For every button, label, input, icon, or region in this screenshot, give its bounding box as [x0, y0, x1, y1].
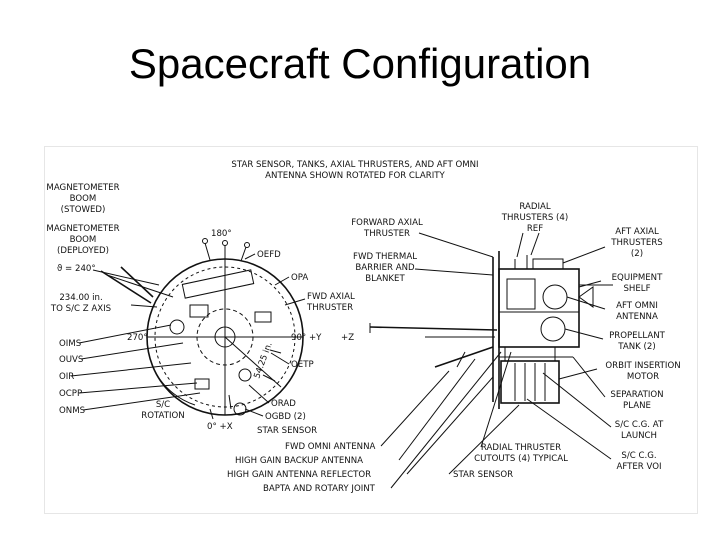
zero-x-label: 0° +X — [207, 422, 233, 432]
equipment-shelf-line-2: SHELF — [623, 284, 650, 294]
bottom-leader-lines — [380, 351, 520, 489]
deg-270-label: 270° — [127, 333, 148, 343]
forward-axial-thruster-line-1: FORWARD AXIAL — [351, 218, 423, 228]
theta-label: ϑ = 240° — [57, 264, 96, 274]
ninety-y-label: 90° +Y — [291, 333, 322, 343]
oefd-label: OEFD — [257, 250, 281, 260]
side-view-drawing — [369, 251, 613, 409]
oetp-label: OETP — [291, 360, 314, 370]
radial-thrusters-line-3: REF — [527, 224, 543, 234]
sc-rotation-line-1: S/C — [156, 400, 170, 410]
mag-boom-deployed-line-1: MAGNETOMETER — [46, 224, 119, 234]
fwd-thermal-line-1: FWD THERMAL — [353, 252, 417, 262]
cg-after-line-2: AFTER VOI — [616, 462, 661, 472]
aft-axial-line-3: (2) — [631, 249, 643, 259]
orbit-insertion-line-1: ORBIT INSERTION — [605, 361, 680, 371]
fwd-axial-thruster-line-1: FWD AXIAL — [307, 292, 355, 302]
fwd-thermal-line-2: BARRIER AND — [355, 263, 415, 273]
star-sensor-bottom-label: STAR SENSOR — [453, 470, 513, 480]
high-gain-reflector-label: HIGH GAIN ANTENNA REFLECTOR — [227, 470, 371, 480]
orbit-insertion-line-2: MOTOR — [627, 372, 659, 382]
aft-axial-line-1: AFT AXIAL — [615, 227, 659, 237]
fwd-thermal-line-3: BLANKET — [365, 274, 405, 284]
oir-label: OIR — [59, 372, 74, 382]
radial-cutouts-line-2: CUTOUTS (4) TYPICAL — [474, 454, 568, 464]
separation-plane-line-2: PLANE — [623, 401, 651, 411]
fwd-axial-thruster-line-2: THRUSTER — [306, 303, 353, 313]
left-leader-lines — [70, 269, 201, 411]
forward-axial-thruster-line-2: THRUSTER — [363, 229, 410, 239]
z-axis-line-1: 234.00 in. — [59, 293, 102, 303]
orad-label: ORAD — [271, 399, 296, 409]
cg-after-line-1: S/C C.G. — [621, 451, 656, 461]
aft-axial-line-2: THRUSTERS — [610, 238, 663, 248]
ogbd-label: OGBD (2) — [265, 412, 306, 422]
radial-thrusters-line-1: RADIAL — [519, 202, 551, 212]
aft-omni-line-1: AFT OMNI — [616, 301, 658, 311]
radial-thrusters-line-2: THRUSTERS (4) — [501, 213, 568, 223]
radial-cutouts-line-1: RADIAL THRUSTER — [481, 443, 561, 453]
propellant-tank-line-2: TANK (2) — [617, 342, 655, 352]
header-line-1: STAR SENSOR, TANKS, AXIAL THRUSTERS, AND… — [231, 160, 478, 170]
mag-boom-deployed-line-3: (DEPLOYED) — [57, 246, 109, 256]
propellant-tank-line-1: PROPELLANT — [609, 331, 666, 341]
diagram-svg: STAR SENSOR, TANKS, AXIAL THRUSTERS, AND… — [46, 160, 680, 494]
bapta-label: BAPTA AND ROTARY JOINT — [263, 484, 376, 494]
ouvs-label: OUVS — [59, 355, 83, 365]
deg-180-label: 180° — [211, 229, 232, 239]
mag-boom-stowed-line-1: MAGNETOMETER — [46, 183, 119, 193]
plus-z-label: +Z — [341, 333, 354, 343]
top-leader-lines — [414, 232, 606, 276]
star-sensor-left-label: STAR SENSOR — [257, 426, 317, 436]
spacecraft-diagram: STAR SENSOR, TANKS, AXIAL THRUSTERS, AND… — [44, 146, 698, 514]
mag-boom-deployed-line-2: BOOM — [70, 235, 97, 245]
oims-label: OIMS — [59, 339, 81, 349]
fwd-omni-label: FWD OMNI ANTENNA — [285, 442, 376, 452]
slide-title: Spacecraft Configuration — [128, 40, 592, 87]
high-gain-backup-label: HIGH GAIN BACKUP ANTENNA — [235, 456, 363, 466]
cg-launch-line-2: LAUNCH — [621, 431, 657, 441]
equipment-shelf-line-1: EQUIPMENT — [612, 273, 663, 283]
header-line-2: ANTENNA SHOWN ROTATED FOR CLARITY — [265, 171, 445, 181]
mag-boom-stowed-line-3: (STOWED) — [61, 205, 106, 215]
z-axis-line-2: TO S/C Z AXIS — [50, 304, 111, 314]
aft-omni-line-2: ANTENNA — [616, 312, 658, 322]
dimension-label: 54.25 in. — [252, 341, 274, 380]
mag-boom-stowed-line-2: BOOM — [70, 194, 97, 204]
onms-label: ONMS — [59, 406, 85, 416]
center-leader-lines — [244, 253, 306, 417]
sc-rotation-line-2: ROTATION — [141, 411, 185, 421]
opa-label: OPA — [291, 273, 308, 283]
cg-launch-line-1: S/C C.G. AT — [615, 420, 664, 430]
separation-plane-line-1: SEPARATION — [610, 390, 663, 400]
ocpp-label: OCPP — [59, 389, 82, 399]
right-leader-lines — [526, 280, 612, 460]
top-view-drawing — [100, 238, 304, 420]
